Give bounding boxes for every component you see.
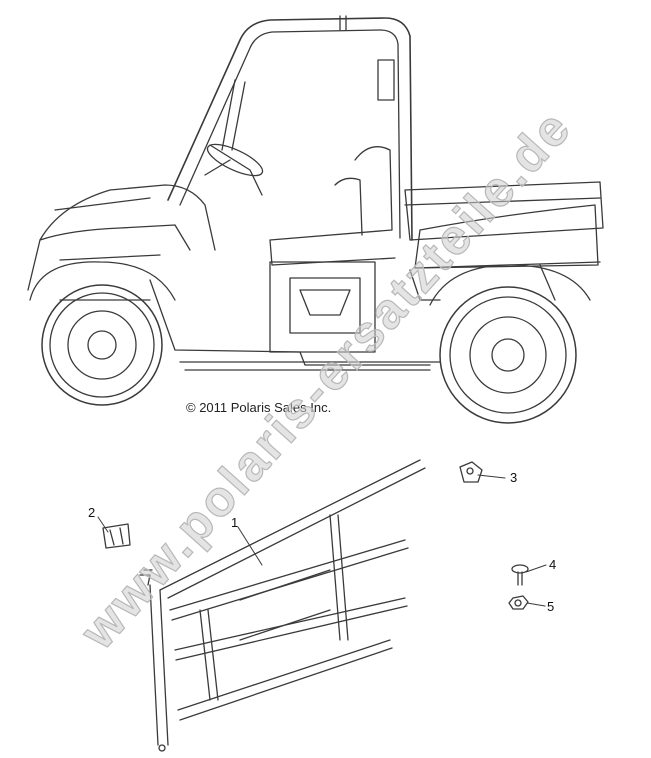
part-4-screw (511, 564, 529, 586)
callout-4: 4 (549, 557, 557, 572)
part-3-bracket (459, 461, 483, 483)
callout-1: 1 (231, 515, 239, 530)
copyright-text: © 2011 Polaris Sales Inc. (186, 400, 332, 415)
callout-2: 2 (88, 505, 96, 520)
part-2-clip (102, 523, 131, 549)
vehicle-illustration (27, 15, 604, 424)
callout-3: 3 (510, 470, 518, 485)
part-1-door-frame (139, 459, 426, 752)
part-5-nut (508, 595, 529, 610)
callout-5: 5 (547, 599, 555, 614)
leader-lines (97, 474, 547, 607)
